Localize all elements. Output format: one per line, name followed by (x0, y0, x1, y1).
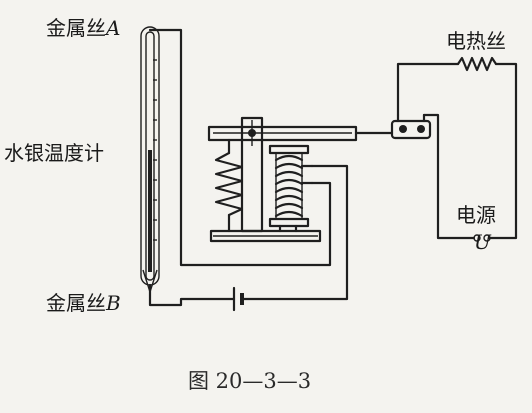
label-heater: 电热丝 (446, 29, 506, 53)
battery-icon (232, 286, 244, 312)
label-metal-wire-a: 金属丝A (46, 16, 120, 40)
mercury-column (148, 150, 152, 272)
mercury-thermometer (140, 26, 160, 295)
terminal-right (483, 234, 491, 242)
label-metal-wire-b: 金属丝B (46, 291, 121, 315)
label-thermometer: 水银温度计 (4, 141, 104, 165)
return-spring (214, 138, 244, 233)
heating-wire-icon (456, 56, 498, 72)
relay-base (209, 229, 322, 243)
label-voltage: U (474, 230, 492, 254)
metal-wire-a-circuit (148, 28, 332, 267)
electromagnet-coil (268, 144, 314, 233)
terminal-left (473, 234, 481, 242)
relay-switch-contacts (354, 113, 432, 140)
heater-circuit (396, 56, 518, 242)
thermometer-scale-ticks (153, 59, 157, 241)
label-power-source: 电源 (456, 203, 496, 227)
figure-caption: 图 20—3—3 (188, 369, 311, 393)
metal-wire-b-circuit (148, 164, 349, 312)
